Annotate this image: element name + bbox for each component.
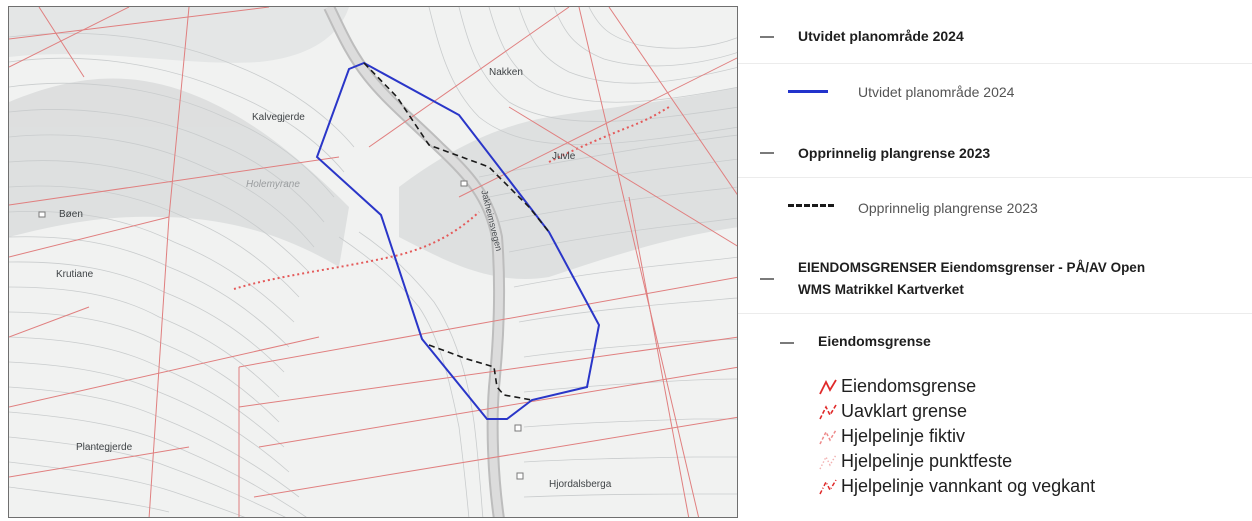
collapse-icon[interactable] xyxy=(760,278,774,280)
category-label: Hjelpelinje vannkant og vegkant xyxy=(841,476,1096,496)
zigzag-dash-dot-icon xyxy=(819,479,837,495)
zigzag-dashed-icon xyxy=(819,404,837,420)
legend-item-2024-label: Utvidet planområde 2024 xyxy=(858,84,1015,100)
plan-2024-boundary xyxy=(315,61,601,420)
map-canvas xyxy=(9,7,737,517)
property-lines xyxy=(9,7,737,517)
collapse-icon[interactable] xyxy=(780,342,794,344)
legend-group-2023[interactable]: Opprinnelig plangrense 2023 xyxy=(738,130,1252,178)
category-label: Hjelpelinje fiktiv xyxy=(841,426,966,446)
legend-item-2023-label: Opprinnelig plangrense 2023 xyxy=(858,200,1038,216)
place-label-holemyrane: Holemyrane xyxy=(246,179,300,190)
legend-group-2024-label: Utvidet planområde 2024 xyxy=(798,28,964,44)
collapse-icon[interactable] xyxy=(760,36,774,38)
collapse-icon[interactable] xyxy=(760,152,774,154)
place-label-nakken: Nakken xyxy=(489,67,523,78)
legend-category-hjelpelinje-fiktiv: Hjelpelinje fiktiv xyxy=(818,425,965,448)
place-label-juvle: Juvle xyxy=(552,151,576,162)
category-label: Hjelpelinje punktfeste xyxy=(841,451,1013,471)
legend-category-uavklart: Uavklart grense xyxy=(818,400,967,423)
plan-2023-line-symbol xyxy=(788,204,834,207)
legend-category-eiendomsgrense: Eiendomsgrense xyxy=(818,375,976,398)
legend-item-2024: Utvidet planområde 2024 xyxy=(738,64,1252,130)
legend-panel: Utvidet planområde 2024 Utvidet planområ… xyxy=(738,0,1252,521)
place-label-hjordalsberga: Hjordalsberga xyxy=(549,479,612,490)
legend-subgroup-label: Eiendomsgrense xyxy=(818,333,931,349)
zigzag-light-dashed-icon xyxy=(819,429,837,445)
place-label-plantegjerde: Plantegjerde xyxy=(76,442,133,453)
zigzag-solid-icon xyxy=(819,379,837,395)
legend-group-eiendom-label-line1: EIENDOMSGRENSER Eiendomsgrenser - PÅ/AV … xyxy=(798,260,1146,275)
place-label-boen: Bøen xyxy=(59,209,83,220)
plan-2023-boundary xyxy=(363,62,550,401)
place-label-kalvegjerde: Kalvegjerde xyxy=(252,112,305,123)
legend-group-2024[interactable]: Utvidet planområde 2024 xyxy=(738,18,1252,64)
legend-group-eiendomsgrenser[interactable]: EIENDOMSGRENSER Eiendomsgrenser - PÅ/AV … xyxy=(738,244,1252,314)
category-label: Uavklart grense xyxy=(841,401,968,421)
place-label-krutiane: Krutiane xyxy=(56,269,94,280)
zigzag-dotted-icon xyxy=(819,454,837,470)
trail xyxy=(233,106,670,290)
legend-subgroup-eiendomsgrense[interactable]: Eiendomsgrense xyxy=(738,318,1252,362)
map-view[interactable]: Nakken Kalvegjerde Juvle Holemyrane Bøen… xyxy=(8,6,738,518)
hillshade xyxy=(9,7,737,279)
building-markers xyxy=(38,180,524,480)
legend-category-hjelpelinje-punktfeste: Hjelpelinje punktfeste xyxy=(818,450,1012,473)
plan-2024-line-symbol xyxy=(788,90,828,93)
legend-category-hjelpelinje-vannkant: Hjelpelinje vannkant og vegkant xyxy=(818,475,1095,498)
legend-group-eiendom-label-line2: WMS Matrikkel Kartverket xyxy=(798,282,964,297)
category-label: Eiendomsgrense xyxy=(841,376,977,396)
legend-item-2023: Opprinnelig plangrense 2023 xyxy=(738,178,1252,236)
legend-group-2023-label: Opprinnelig plangrense 2023 xyxy=(798,145,991,161)
